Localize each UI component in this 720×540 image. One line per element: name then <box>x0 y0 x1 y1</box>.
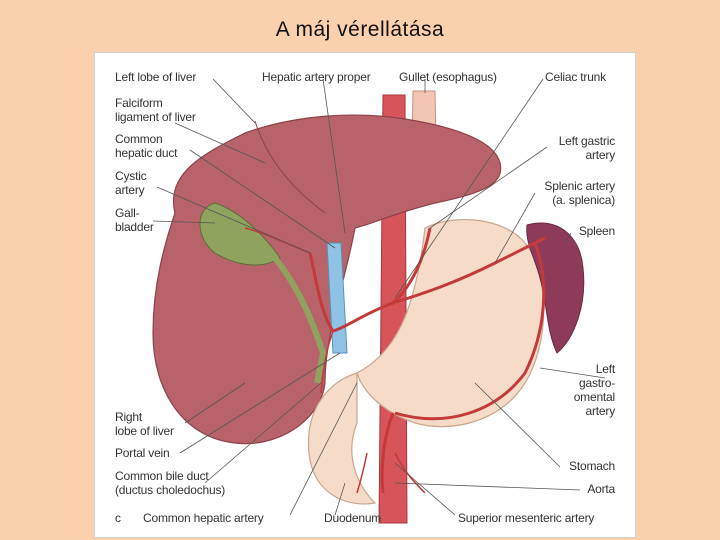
portal-vein-shape <box>326 242 348 354</box>
label-left-gastroomental-line3: omental <box>573 390 615 404</box>
label-left-lobe: Left lobe of liver <box>115 70 197 84</box>
label-gallbladder-line1: Gall- <box>115 206 140 220</box>
label-splenic-artery-line2: (a. splenica) <box>552 193 615 207</box>
anatomy-figure: Left lobe of liver Hepatic artery proper… <box>94 52 636 538</box>
label-left-gastric-line2: artery <box>585 148 616 162</box>
label-common-hepatic-artery: Common hepatic artery <box>143 511 264 525</box>
label-common-bile-duct-line1: Common bile duct <box>115 469 209 483</box>
label-falciform-line2: ligament of liver <box>115 110 196 124</box>
label-common-bile-duct-line2: (ductus choledochus) <box>115 483 226 497</box>
label-left-gastric-line1: Left gastric <box>558 134 615 148</box>
label-splenic-artery-line1: Splenic artery <box>544 179 615 193</box>
liver-shape <box>152 114 502 445</box>
gallbladder-shape <box>199 202 281 266</box>
label-gallbladder-line2: bladder <box>115 220 154 234</box>
liver-lobe-division <box>254 120 326 214</box>
label-gullet: Gullet (esophagus) <box>399 70 497 84</box>
label-stomach: Stomach <box>569 459 615 473</box>
liver-blood-supply-illustration <box>152 78 606 524</box>
label-portal-vein: Portal vein <box>115 446 170 460</box>
label-duodenum: Duodenum <box>324 511 382 525</box>
label-falciform-line1: Falciform <box>115 96 163 110</box>
label-common-hepatic-duct-line2: hepatic duct <box>115 146 178 160</box>
figure-letter: c <box>115 511 121 525</box>
duodenum-shape <box>307 372 377 505</box>
label-spleen: Spleen <box>578 224 615 238</box>
label-right-lobe-line1: Right <box>115 410 143 424</box>
label-left-gastroomental-line4: artery <box>585 404 616 418</box>
label-celiac-trunk: Celiac trunk <box>545 70 606 84</box>
label-left-gastroomental-line2: gastro- <box>579 376 615 390</box>
label-cystic-artery-line1: Cystic <box>115 169 147 183</box>
bile-duct-shape <box>272 256 327 384</box>
label-common-hepatic-duct-line1: Common <box>115 132 163 146</box>
label-aorta: Aorta <box>587 482 615 496</box>
label-superior-mesenteric-artery: Superior mesenteric artery <box>458 511 595 525</box>
label-right-lobe-line2: lobe of liver <box>115 424 174 438</box>
spleen-shape <box>526 222 585 354</box>
artery-network <box>308 227 546 494</box>
label-cystic-artery-line2: artery <box>115 183 145 197</box>
label-left-gastroomental-line1: Left <box>595 362 615 376</box>
stomach-shape <box>356 218 545 428</box>
leader-lines <box>152 78 606 516</box>
label-hepatic-artery-proper: Hepatic artery proper <box>262 70 371 84</box>
slide-title: A máj vérellátása <box>275 18 445 41</box>
